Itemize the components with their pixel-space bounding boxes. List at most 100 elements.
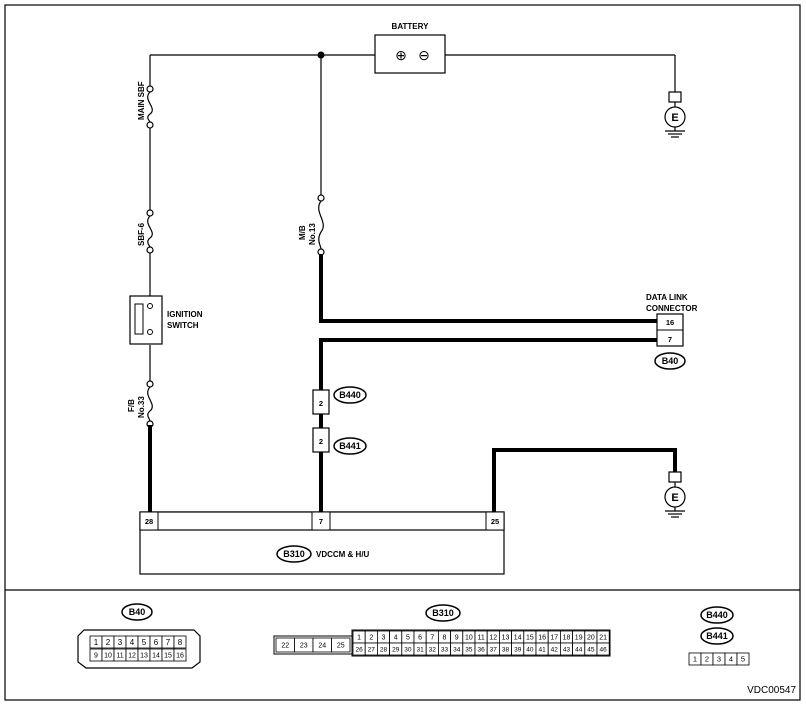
b310-cell: [596, 642, 610, 656]
b310-pin-10: 10: [465, 635, 473, 642]
dlc-pin-7: 7: [668, 335, 672, 344]
b310-pin-9: 9: [455, 635, 459, 642]
b40-pin-13: 13: [140, 653, 148, 660]
b310-pin-8: 8: [443, 635, 447, 642]
battery: ⊕ ⊖ BATTERY: [374, 22, 446, 74]
b310-pin-5: 5: [406, 635, 410, 642]
b310-pin-13: 13: [502, 635, 510, 642]
b310-pin-23: 23: [300, 643, 308, 650]
b310-pin-20: 20: [587, 635, 595, 642]
b40-pin-3: 3: [118, 638, 123, 647]
battery-plus-icon: ⊕: [395, 47, 407, 63]
battery-minus-icon: ⊖: [418, 47, 430, 63]
b310-pin-17: 17: [550, 635, 558, 642]
ground-e-label-top: E: [671, 112, 678, 124]
b441-pin: 2: [319, 437, 323, 446]
ground-e-label-bottom: E: [671, 492, 678, 504]
junction-dot: [317, 51, 325, 59]
fb-number-label: No.33: [137, 396, 146, 418]
fuses: [146, 85, 325, 428]
b40-pin-10: 10: [104, 653, 112, 660]
b440-tag: B440: [339, 390, 361, 400]
switch-label: SWITCH: [167, 321, 199, 330]
connector-b440: 2 B440: [312, 386, 367, 415]
b310-tag: B310: [283, 549, 305, 559]
b310-pin-18: 18: [563, 635, 571, 642]
legend-b440-tag: B440: [706, 610, 728, 620]
mb-number-label: No.13: [308, 223, 317, 245]
b40-cell: [173, 648, 187, 662]
vdccm-pin-7: 7: [319, 517, 323, 526]
mb13-fuse: [317, 194, 325, 256]
b310-pin-3: 3: [382, 635, 386, 642]
fb-label: F/B: [127, 399, 136, 412]
b310-pin-14: 14: [514, 635, 522, 642]
ground-symbol-bottom: E: [664, 471, 686, 518]
b310-pin-1: 1: [357, 635, 361, 642]
b40-pin-1: 1: [94, 638, 99, 647]
mb-label: M/B: [298, 225, 307, 240]
b310-pin-2: 2: [369, 635, 373, 642]
b310-pin-46: 46: [599, 646, 607, 653]
figure-id: VDC00547: [747, 685, 796, 696]
b310-pin-32: 32: [429, 646, 437, 653]
vdccm-pin-25: 25: [491, 517, 499, 526]
b40-pin-16: 16: [176, 653, 184, 660]
dlc-label-2: CONNECTOR: [646, 304, 698, 313]
battery-label: BATTERY: [392, 22, 430, 31]
vdccm-label: VDCCM & H/U: [316, 550, 370, 559]
b40-pin-12: 12: [128, 653, 136, 660]
vdccm-module: 28 7 25 B310 VDCCM & H/U: [139, 511, 505, 575]
b40-pin-7: 7: [166, 638, 171, 647]
b310-pin-12: 12: [489, 635, 497, 642]
b40-pin-8: 8: [178, 638, 183, 647]
b310-pin-35: 35: [465, 646, 473, 653]
vdccm-pin-28: 28: [145, 517, 153, 526]
b310-pin-40: 40: [526, 646, 534, 653]
b310-pin-26: 26: [355, 646, 363, 653]
b440-pin-4: 4: [729, 655, 733, 664]
connector-b441: 2 B441: [312, 427, 367, 455]
b40-pin-6: 6: [154, 638, 159, 647]
dlc-pin-16: 16: [666, 318, 674, 327]
sbf6-label: SBF-6: [137, 222, 146, 246]
ignition-label: IGNITION: [167, 310, 203, 319]
main-sbf-fuse: [146, 85, 154, 129]
b310-pin-39: 39: [514, 646, 522, 653]
b440-pin-3: 3: [717, 655, 721, 664]
b40-tag: B40: [662, 356, 679, 366]
b310-pin-15: 15: [526, 635, 534, 642]
dlc-label: DATA LINK: [646, 293, 688, 302]
b310-pin-31: 31: [416, 646, 424, 653]
b310-cell: [331, 637, 351, 653]
b40-pin-14: 14: [152, 653, 160, 660]
outer-frame: [4, 4, 801, 701]
sbf6-fuse: [146, 209, 154, 254]
b441-tag: B441: [339, 441, 361, 451]
b310-pin-45: 45: [587, 646, 595, 653]
b310-pin-33: 33: [441, 646, 449, 653]
b440-pin: 2: [319, 399, 323, 408]
b310-pin-44: 44: [575, 646, 583, 653]
legend-b40-tag: B40: [129, 607, 146, 617]
b310-pin-42: 42: [551, 646, 559, 653]
fb33-fuse: [146, 380, 154, 428]
b310-pin-11: 11: [477, 635, 484, 642]
b310-pin-28: 28: [380, 646, 388, 653]
b310-pin-4: 4: [394, 635, 398, 642]
thin-wires: [149, 54, 676, 381]
b40-pin-2: 2: [106, 638, 111, 647]
b310-pin-34: 34: [453, 646, 461, 653]
b440-pin-2: 2: [705, 655, 709, 664]
b310-pin-21: 21: [599, 635, 607, 642]
b310-pin-19: 19: [575, 635, 583, 642]
b310-pin-29: 29: [392, 646, 400, 653]
ignition-switch: IGNITION SWITCH: [129, 295, 203, 345]
b310-pin-30: 30: [404, 646, 412, 653]
b310-pin-25: 25: [337, 643, 345, 650]
